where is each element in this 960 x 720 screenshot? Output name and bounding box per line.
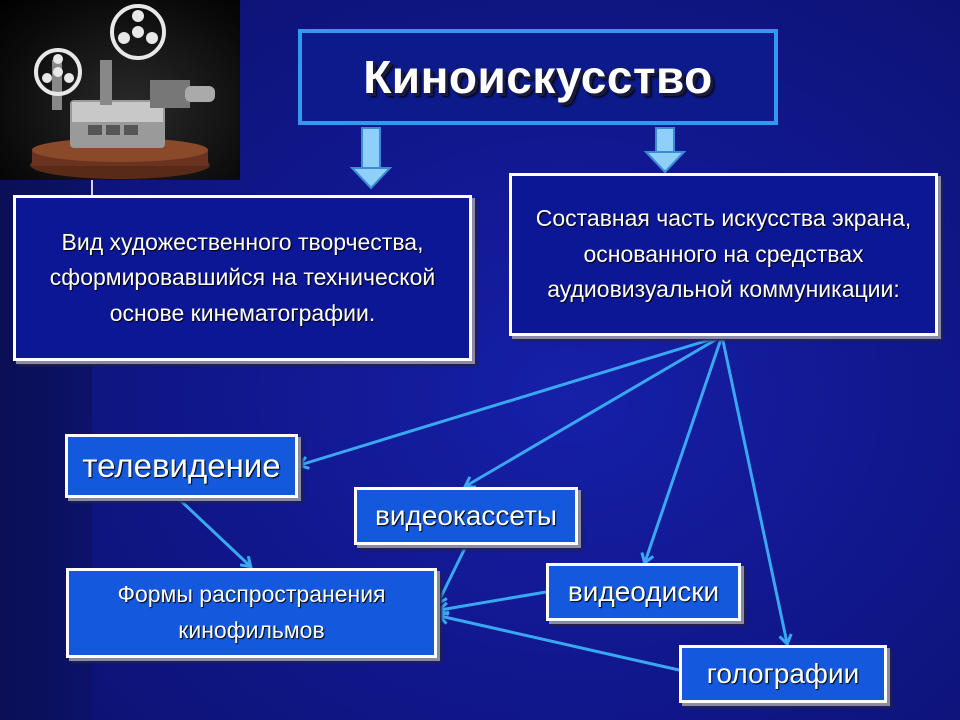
arrow-videodiscs-to-forms [440, 590, 547, 610]
node-videocassettes: видеокассеты [354, 487, 578, 545]
node-forms: Формы распространения кинофильмов [66, 568, 437, 658]
node-videodiscs: видеодиски [546, 563, 741, 621]
node-tv-label: телевидение [82, 447, 281, 484]
node-holography-label: голографии [706, 658, 860, 689]
definition-right-text: Составная часть искусства экрана, основа… [535, 205, 912, 303]
node-videodiscs-label: видеодиски [567, 576, 720, 607]
film-projector-image [0, 0, 240, 180]
arrow-to-holography [720, 335, 787, 643]
film-projector-icon [30, 4, 215, 179]
arrow-to-tv [300, 334, 723, 465]
title-to-left-arrow [349, 127, 393, 190]
arrow-videocassettes-to-forms [438, 545, 468, 603]
arrow-to-videocassettes [466, 334, 723, 486]
arrow-holography-to-forms [440, 616, 680, 672]
title-to-right-arrow [643, 127, 687, 174]
title-box: Киноискусство [298, 29, 778, 125]
page-title: Киноискусство [363, 51, 713, 103]
arrow-to-videodiscs [645, 335, 724, 562]
node-holography: голографии [679, 645, 887, 703]
definition-left-text: Вид художественного творчества, сформиро… [49, 228, 436, 326]
definition-right-box: Составная часть искусства экрана, основа… [509, 173, 938, 336]
node-forms-label: Формы распространения кинофильмов [117, 581, 386, 643]
node-tv: телевидение [65, 434, 298, 498]
node-videocassettes-label: видеокассеты [374, 500, 558, 531]
arrow-tv-to-forms [178, 498, 250, 566]
definition-left-box: Вид художественного творчества, сформиро… [13, 195, 472, 361]
